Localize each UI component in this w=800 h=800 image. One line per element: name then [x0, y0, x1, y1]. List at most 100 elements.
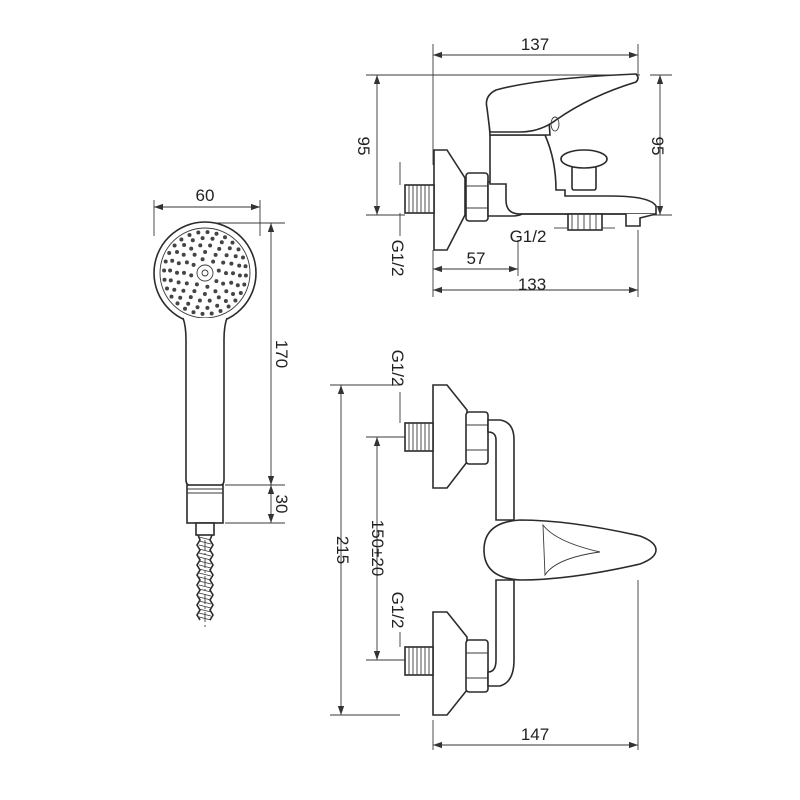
dim-170: 170 — [272, 340, 291, 368]
wall-flange — [433, 149, 466, 251]
spray-hole — [224, 253, 229, 258]
spray-hole — [186, 301, 191, 306]
spray-hole — [189, 273, 194, 278]
spray-hole — [197, 298, 202, 303]
spray-hole — [238, 291, 243, 295]
spray-hole — [223, 299, 228, 303]
spray-hole — [168, 278, 173, 283]
spray-hole — [227, 246, 232, 251]
hose-coil — [198, 584, 212, 589]
spray-hole — [192, 252, 197, 257]
spray-hole — [169, 294, 174, 299]
spray-hole — [175, 250, 179, 254]
spray-hole — [233, 254, 238, 259]
spray-hole — [187, 233, 192, 237]
spray-hole — [205, 284, 210, 289]
spray-hole — [208, 243, 213, 248]
spray-holes — [162, 230, 248, 316]
thread-lower — [404, 646, 434, 676]
spray-hole — [235, 283, 240, 288]
spray-hole — [209, 311, 214, 316]
spray-hole — [196, 230, 201, 235]
spray-hole — [211, 259, 216, 264]
handle-end-cap — [186, 484, 224, 524]
spray-hole — [224, 271, 228, 276]
spray-hole — [243, 273, 248, 278]
spray-hole — [219, 240, 224, 245]
spray-hole — [229, 261, 234, 266]
spray-hole — [210, 236, 215, 241]
spray-hole — [231, 292, 235, 296]
shower-outlet — [567, 213, 603, 231]
spray-hole — [181, 252, 186, 257]
spray-hole — [170, 258, 175, 263]
spray-hole — [233, 298, 238, 303]
spray-hole — [162, 268, 167, 273]
spray-hole — [223, 235, 227, 240]
spray-hole — [213, 252, 218, 257]
hose-coil — [198, 604, 212, 609]
union-nut — [465, 172, 489, 222]
spray-hole — [181, 288, 186, 293]
spray-hole — [176, 261, 181, 266]
spray-hole — [194, 282, 199, 287]
spray-hole — [191, 310, 196, 315]
dim-30: 30 — [272, 495, 291, 514]
spray-hole — [200, 257, 205, 262]
hose-coil — [198, 572, 212, 577]
spray-hole — [203, 250, 208, 254]
spray-hole — [198, 243, 203, 248]
spray-hole — [176, 280, 181, 285]
spray-hole — [241, 255, 245, 260]
dim-95-left: 95 — [354, 137, 373, 156]
spray-hole — [175, 270, 179, 275]
top-thread-lower: G1/2 — [388, 592, 407, 629]
hose-coil — [198, 568, 212, 573]
spray-hole — [215, 303, 220, 308]
dim-133: 133 — [518, 275, 546, 294]
spray-hole — [168, 268, 173, 273]
hose-edge — [209, 534, 214, 621]
front-inlet-thread: G1/2 — [388, 240, 407, 277]
spray-hole — [216, 268, 221, 273]
thread-upper — [404, 422, 434, 452]
spray-hole — [243, 264, 248, 269]
spray-hole — [221, 260, 226, 265]
spray-hole — [216, 295, 221, 300]
spray-hole — [182, 270, 186, 275]
spray-hole — [237, 273, 242, 278]
shower-head — [153, 221, 257, 325]
spray-hole — [162, 277, 167, 282]
spray-hole — [183, 306, 187, 311]
front-view: 137 95 95 G1/2 G1/2 57 133 — [354, 35, 672, 297]
dim-60: 60 — [196, 186, 215, 205]
front-outlet-thread: G1/2 — [510, 227, 547, 246]
spray-hole — [237, 263, 242, 268]
top-thread-upper: G1/2 — [388, 350, 407, 387]
spray-hole — [175, 301, 180, 306]
top-view: G1/2 G1/2 150±20 215 147 — [330, 350, 657, 750]
hose-coil — [198, 548, 212, 553]
spray-hole — [226, 304, 231, 309]
spray-hole — [231, 271, 235, 276]
hose-coil — [198, 608, 212, 613]
spray-hole — [230, 240, 235, 245]
spray-hole — [182, 243, 187, 247]
spray-hole — [188, 295, 193, 300]
dim-147: 147 — [521, 725, 549, 744]
spray-hole — [165, 286, 169, 291]
spray-hole — [236, 247, 241, 252]
spray-hole — [172, 243, 177, 248]
spray-hole — [229, 280, 234, 285]
spray-hole — [218, 309, 223, 313]
spray-hole — [192, 289, 197, 294]
spray-hole — [178, 295, 183, 300]
flange-upper — [432, 384, 468, 489]
spray-hole — [190, 238, 195, 243]
spray-hole — [163, 259, 168, 264]
spray-hole — [224, 289, 229, 294]
dim-57: 57 — [467, 249, 486, 268]
dim-150: 150±20 — [368, 520, 387, 577]
spray-hole — [200, 311, 205, 316]
body-tube — [487, 419, 515, 521]
